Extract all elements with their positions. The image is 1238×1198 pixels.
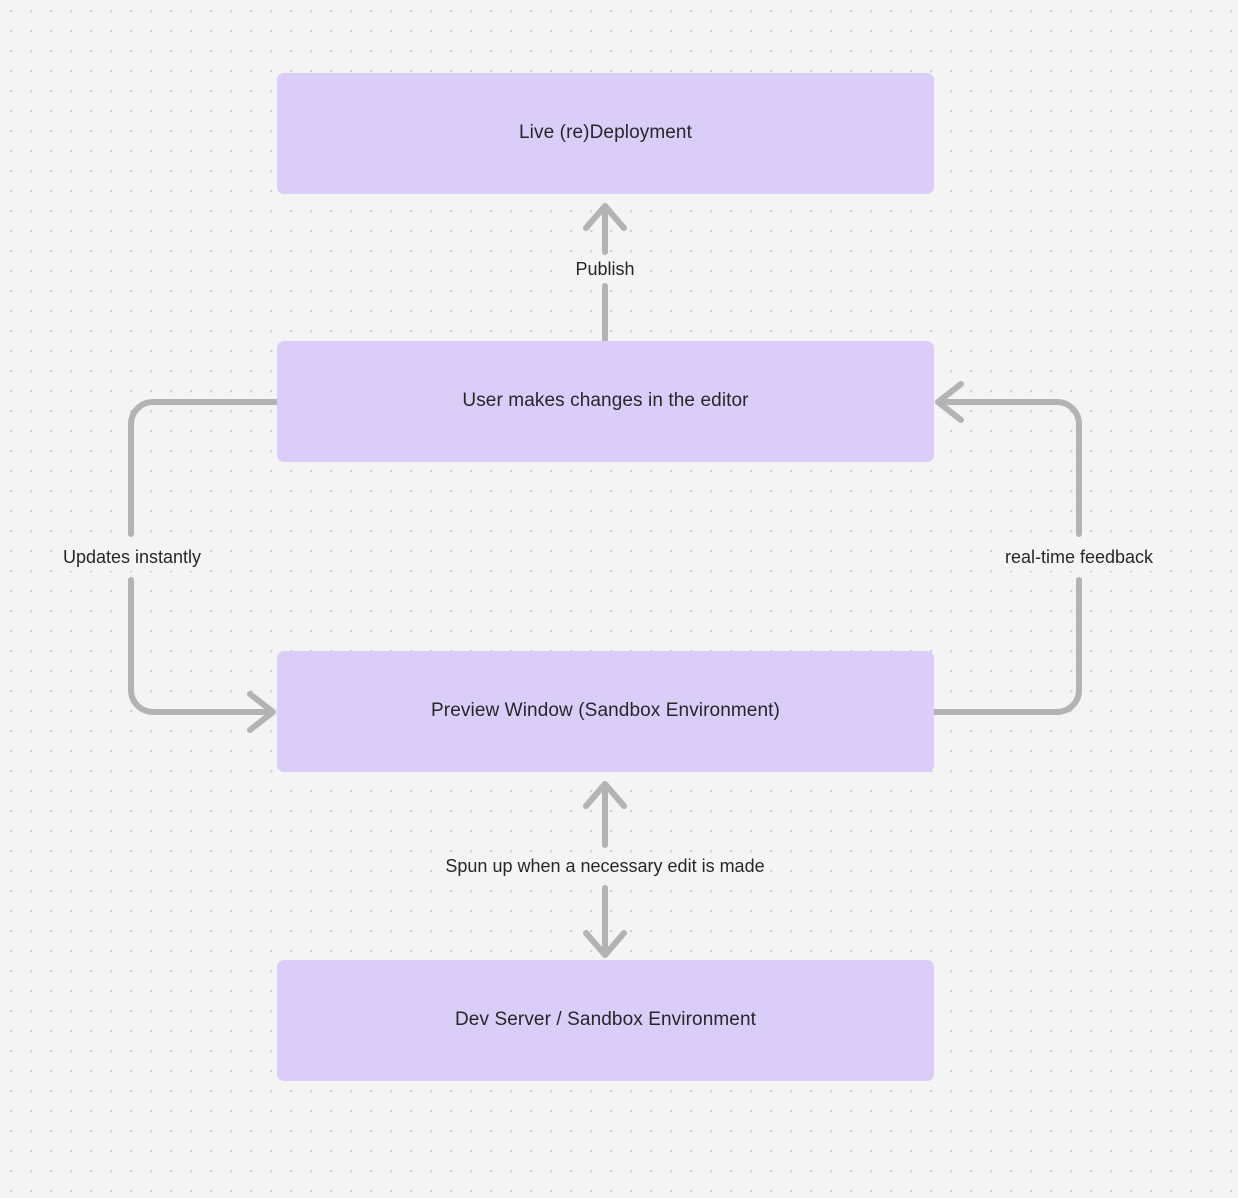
edge-label-spun-up: Spun up when a necessary edit is made: [439, 852, 771, 880]
node-preview-window[interactable]: Preview Window (Sandbox Environment): [277, 651, 934, 772]
edge-label-updates-instantly: Updates instantly: [56, 543, 208, 571]
edge-label-real-time-feedback: real-time feedback: [998, 543, 1160, 571]
node-user-edits[interactable]: User makes changes in the editor: [277, 341, 934, 462]
node-preview-window-label: Preview Window (Sandbox Environment): [431, 700, 780, 722]
node-user-edits-label: User makes changes in the editor: [462, 390, 749, 412]
node-live-deployment[interactable]: Live (re)Deployment: [277, 73, 934, 194]
node-dev-server[interactable]: Dev Server / Sandbox Environment: [277, 960, 934, 1081]
edge-label-publish: Publish: [569, 255, 641, 283]
node-dev-server-label: Dev Server / Sandbox Environment: [454, 1009, 756, 1031]
node-live-deployment-label: Live (re)Deployment: [519, 122, 692, 144]
